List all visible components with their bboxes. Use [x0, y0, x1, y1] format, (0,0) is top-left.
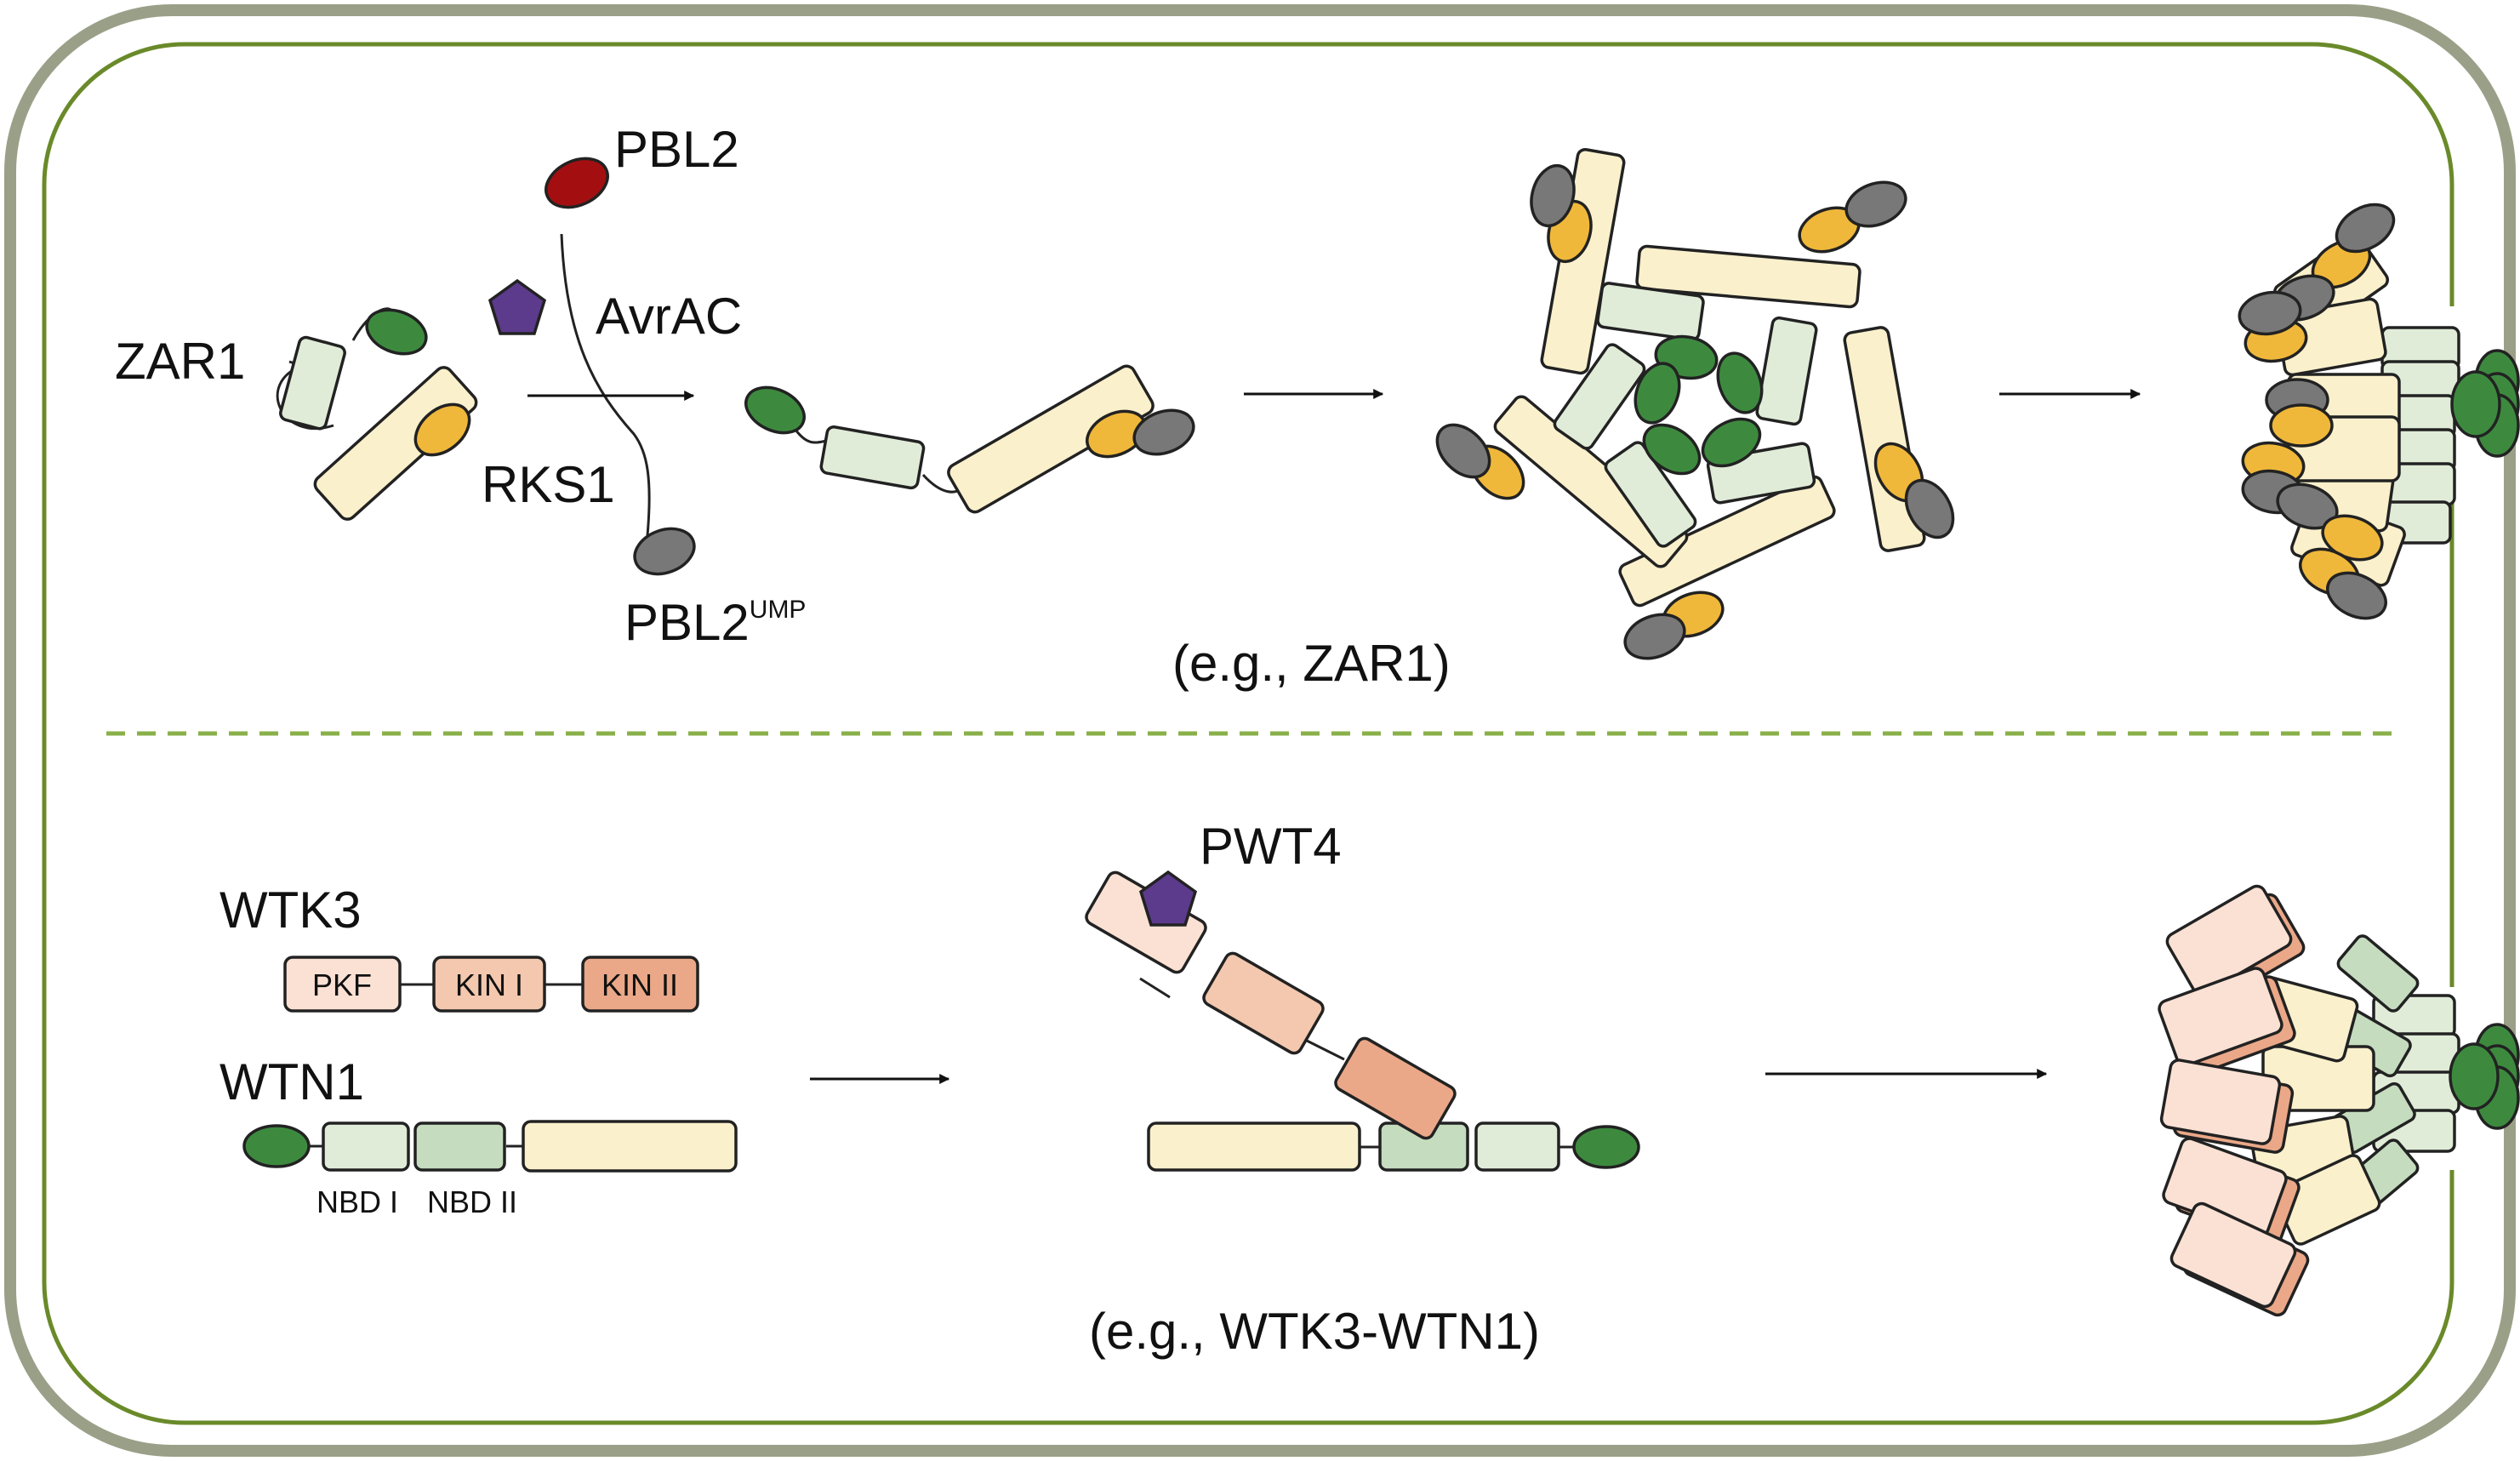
label-zar1: ZAR1: [115, 333, 245, 390]
label-wtk3: WTK3: [220, 882, 362, 939]
wtn1-domains: NBD I NBD II: [242, 1120, 738, 1219]
pbl2-icon: [544, 157, 609, 209]
label-eg-wtk3-wtn1: (e.g., WTK3-WTN1): [1089, 1303, 1540, 1360]
pkf-domain: [283, 956, 402, 1013]
label-pbl2: PBL2: [614, 121, 739, 178]
svg-text:NBD II: NBD II: [427, 1184, 517, 1219]
wtk3-wtn1-complex: PWT4: [1085, 818, 1640, 1172]
label-pwt4: PWT4: [1200, 818, 1342, 875]
svg-text:PKF: PKF: [312, 967, 372, 1002]
lrr-domain: [522, 1120, 738, 1173]
label-avrac: AvrAC: [596, 288, 742, 345]
wtk3-domains: PKF KIN I KIN II: [283, 956, 699, 1013]
zar1-resistosome-top-view: [1435, 147, 1955, 660]
label-eg-zar1: (e.g., ZAR1): [1172, 635, 1451, 692]
label-rks1: RKS1: [482, 456, 615, 513]
nbd1-domain: [322, 1121, 410, 1172]
pbl2-ump-icon: [633, 527, 696, 576]
activation-step: PBL2 AvrAC RKS1 PBL2UMP: [482, 121, 806, 651]
pwt4-pentagon-icon: [1138, 870, 1198, 927]
svg-text:KIN I: KIN I: [455, 967, 523, 1002]
avrac-pentagon-icon: [487, 278, 547, 335]
zar1-inactive: ZAR1: [115, 307, 478, 521]
zar1-activated: [744, 364, 1195, 514]
zar1-resistosome-side-view: [2238, 203, 2520, 620]
wtk3-wtn1-resistosome-side-view: [2158, 884, 2520, 1317]
svg-text:NBD I: NBD I: [316, 1184, 398, 1219]
label-pbl2ump: PBL2UMP: [624, 594, 806, 651]
kin1-domain: [432, 956, 546, 1013]
svg-text:KIN II: KIN II: [601, 967, 678, 1002]
kin2-domain: [581, 956, 699, 1013]
nbd2-domain: [413, 1121, 506, 1172]
label-wtn1: WTN1: [220, 1053, 364, 1110]
